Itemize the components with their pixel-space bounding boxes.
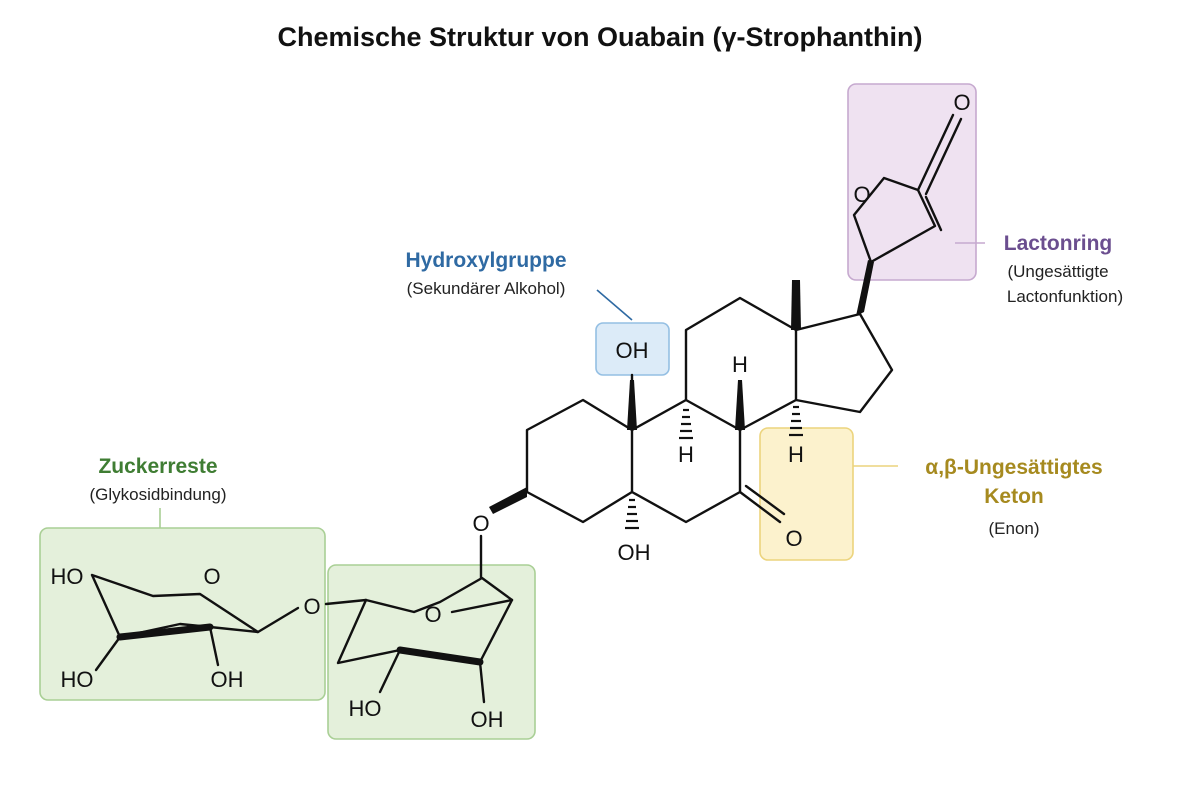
atom-sugar1-ho-bottom: HO bbox=[61, 667, 94, 692]
wedge-h-c-top bbox=[735, 380, 745, 430]
wedge-oh-top bbox=[627, 380, 637, 430]
lacton-subtitle-line2: Lactonfunktion) bbox=[1007, 287, 1123, 306]
ketone-bond bbox=[738, 490, 782, 524]
hydroxyl-title: Hydroxylgruppe bbox=[405, 249, 566, 272]
atom-oh-top: OH bbox=[616, 338, 649, 363]
sugar-box-left bbox=[39, 527, 326, 701]
hydroxyl-leader-line bbox=[596, 289, 633, 321]
hash-h-c-bottom bbox=[789, 405, 803, 437]
ring-c-bonds bbox=[684, 296, 798, 432]
lacton-carbonyl-bond bbox=[916, 113, 955, 192]
sugar2-bridge-bond bbox=[450, 598, 514, 614]
ring-b-bonds bbox=[630, 398, 742, 524]
lacton-double-bond bbox=[924, 195, 943, 232]
page-title: Chemische Struktur von Ouabain (γ-Stroph… bbox=[277, 22, 923, 52]
atom-sugar2-oh-bottom: OH bbox=[471, 707, 504, 732]
keton-title-line2: Keton bbox=[984, 485, 1044, 508]
zucker-subtitle: (Glykosidbindung) bbox=[89, 485, 226, 504]
sugar-link-bond-left bbox=[256, 606, 300, 634]
sugar1-ho-bottom-bond bbox=[94, 635, 122, 672]
atom-sugar1-o-ring: O bbox=[203, 564, 220, 589]
lacton-title: Lactonring bbox=[1004, 232, 1113, 255]
atom-o-glycosidic: O bbox=[472, 511, 489, 536]
keton-title-line1: α,β-Ungesättigtes bbox=[925, 456, 1102, 479]
atom-h-c-bottom: H bbox=[788, 442, 804, 467]
atom-sugar2-ho-bottom: HO bbox=[349, 696, 382, 721]
atom-h-c-top: H bbox=[732, 352, 748, 377]
ring-a-bonds bbox=[525, 398, 634, 524]
lacton-ring-bonds bbox=[852, 176, 937, 264]
ring-d-bonds bbox=[794, 312, 894, 414]
keton-box bbox=[759, 427, 854, 561]
wedge-lacton bbox=[856, 260, 874, 316]
sugar1-bold-bond bbox=[116, 623, 214, 641]
atom-sugar2-o-ring: O bbox=[424, 602, 441, 627]
sugar2-bold-bond bbox=[396, 646, 484, 666]
zucker-title: Zuckerreste bbox=[98, 455, 217, 478]
sugar1-oh-bottom-bond bbox=[208, 625, 220, 667]
atom-sugar1-oh-bottom: OH bbox=[211, 667, 244, 692]
lacton-subtitle-line1: (Ungesättigte bbox=[1007, 262, 1108, 281]
wedge-methyl bbox=[791, 280, 801, 330]
atom-o-keton: O bbox=[785, 526, 802, 551]
atom-sugar1-ho-top: HO bbox=[51, 564, 84, 589]
lacton-carbonyl-double bbox=[924, 117, 963, 196]
sugar2-oh-bottom-bond bbox=[478, 660, 486, 704]
atom-o-sugar-link: O bbox=[303, 594, 320, 619]
sugar-link-bond-right bbox=[324, 598, 368, 606]
hydroxyl-subtitle: (Sekundärer Alkohol) bbox=[407, 279, 566, 298]
atom-h-b: H bbox=[678, 442, 694, 467]
ketone-bond-double bbox=[744, 484, 786, 516]
atom-o-lacton-carbonyl: O bbox=[953, 90, 970, 115]
keton-subtitle: (Enon) bbox=[988, 519, 1039, 538]
wedge-glycoside bbox=[489, 487, 527, 514]
hash-oh-bottom bbox=[625, 498, 639, 530]
sugar2-ho-bottom-bond bbox=[378, 648, 402, 694]
atom-oh-bottom: OH bbox=[618, 540, 651, 565]
atom-o-lacton-ring: O bbox=[853, 182, 870, 207]
hash-h-b bbox=[679, 408, 693, 440]
